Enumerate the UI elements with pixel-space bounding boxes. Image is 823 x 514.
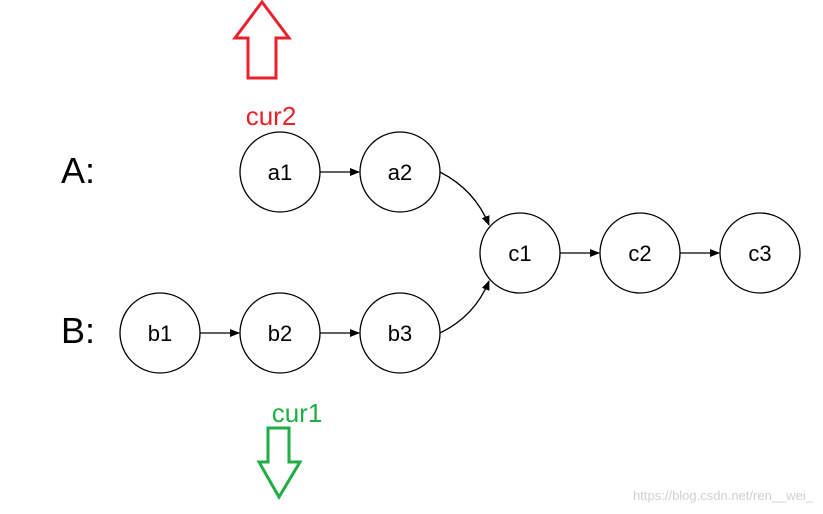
node-b1-label: b1 [148, 321, 172, 346]
node-b3: b3 [359, 292, 441, 374]
node-c3-label: c3 [748, 241, 771, 266]
list-b-label: B: [61, 310, 95, 351]
cur2-up-arrow-icon [232, 0, 292, 80]
cur2-label: cur2 [246, 101, 297, 131]
watermark: https://blog.csdn.net/ren__wei_ [633, 488, 814, 503]
node-a1: a1 [239, 131, 321, 213]
node-c2: c2 [599, 212, 681, 294]
node-b3-label: b3 [388, 321, 412, 346]
cur1-label: cur1 [272, 398, 323, 428]
edge-a2-c1 [439, 171, 490, 226]
node-c1-label: c1 [508, 241, 531, 266]
node-b1: b1 [119, 292, 201, 374]
node-a2-label: a2 [388, 160, 412, 185]
node-c2-label: c2 [628, 241, 651, 266]
node-c1: c1 [479, 212, 561, 294]
cur1-down-arrow-icon [256, 426, 303, 500]
edge-b3-c1 [439, 280, 490, 334]
node-b2: b2 [239, 292, 321, 374]
node-b2-label: b2 [268, 321, 292, 346]
node-c3: c3 [719, 212, 801, 294]
list-a-label: A: [61, 150, 95, 191]
node-a1-label: a1 [268, 160, 292, 185]
node-a2: a2 [359, 131, 441, 213]
